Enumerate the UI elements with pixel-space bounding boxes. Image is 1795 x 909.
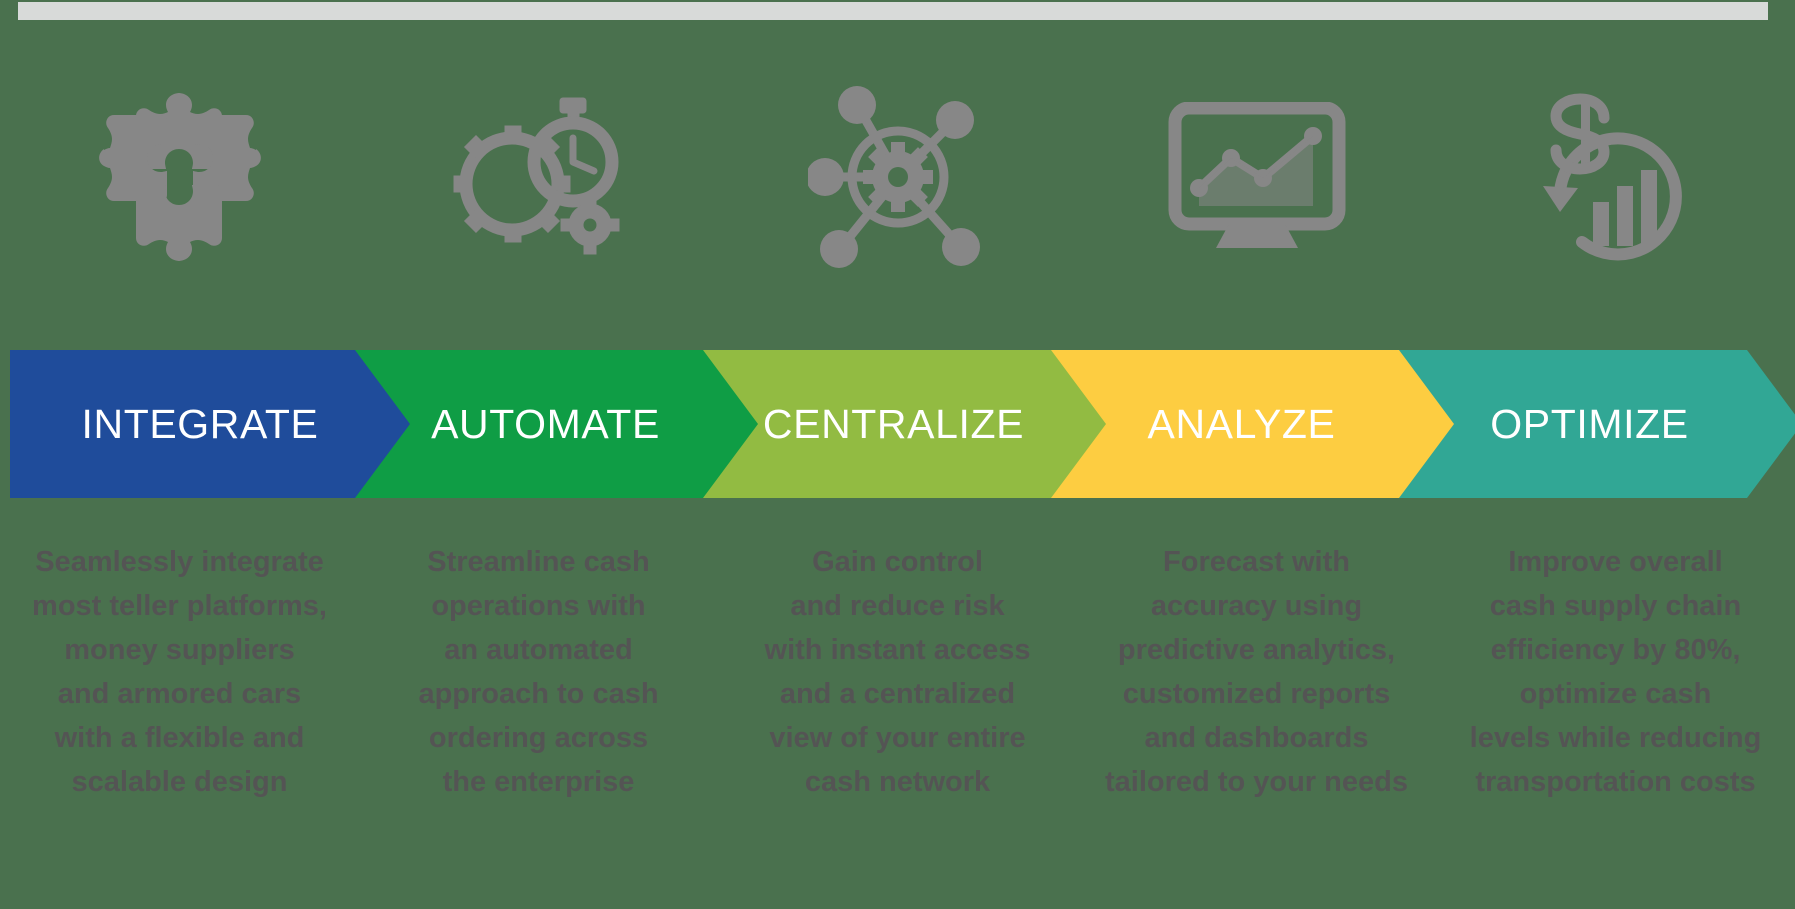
chevron-label-integrate: INTEGRATE — [81, 400, 319, 447]
description-line: Improve overall — [1508, 546, 1723, 578]
description-line: and reduce risk — [790, 590, 1005, 622]
puzzle-pieces-icon — [92, 87, 268, 267]
description-line: the enterprise — [442, 766, 635, 798]
dollar-bar-chart-icon — [1531, 90, 1701, 265]
chevron-stage-optimize[interactable]: OPTIMIZE — [1397, 350, 1795, 498]
description-automate: Streamline cash operations with an autom… — [359, 540, 718, 804]
chevron-stage-centralize[interactable]: CENTRALIZE — [701, 350, 1106, 498]
description-line: Gain control — [812, 546, 983, 578]
description-line: optimize cash — [1519, 678, 1712, 710]
icon-cell-optimize — [1436, 62, 1795, 292]
description-line: scalable design — [71, 766, 288, 798]
description-line: Forecast with — [1163, 546, 1350, 578]
chevron-banner: INTEGRATE AUTOMATE CENTRALIZE ANALYZE OP… — [0, 350, 1795, 498]
icon-cell-centralize — [718, 62, 1077, 292]
icon-cell-analyze — [1077, 62, 1436, 292]
chevron-stage-analyze[interactable]: ANALYZE — [1049, 350, 1454, 498]
chevron-stage-automate[interactable]: AUTOMATE — [353, 350, 758, 498]
description-line: predictive analytics, — [1117, 634, 1396, 666]
description-line: cash network — [804, 766, 991, 798]
description-line: and armored cars — [57, 678, 302, 710]
monitor-chart-icon — [1167, 102, 1347, 252]
description-centralize: Gain control and reduce risk with instan… — [718, 540, 1077, 804]
description-line: efficiency by 80%, — [1490, 634, 1741, 666]
description-line: levels while reducing — [1469, 722, 1762, 754]
top-gray-bar — [18, 2, 1768, 20]
description-line: tailored to your needs — [1105, 766, 1408, 798]
icon-row — [0, 62, 1795, 292]
description-analyze: Forecast with accuracy using predictive … — [1077, 540, 1436, 804]
description-optimize: Improve overall cash supply chain effici… — [1436, 540, 1795, 804]
description-row: Seamlessly integrate most teller platfor… — [0, 540, 1795, 804]
gears-stopwatch-icon — [444, 92, 634, 262]
description-line: ordering across — [428, 722, 649, 754]
chevron-stage-integrate[interactable]: INTEGRATE — [10, 350, 410, 498]
chevron-label-automate: AUTOMATE — [431, 400, 660, 447]
description-line: Seamlessly integrate — [35, 546, 324, 578]
chevron-label-centralize: CENTRALIZE — [762, 400, 1025, 447]
description-line: with instant access — [764, 634, 1031, 666]
description-integrate: Seamlessly integrate most teller platfor… — [0, 540, 359, 804]
description-line: and a centralized — [779, 678, 1016, 710]
icon-cell-integrate — [0, 62, 359, 292]
description-line: an automated — [444, 634, 633, 666]
network-gear-icon — [807, 82, 988, 272]
description-line: Streamline cash — [427, 546, 650, 578]
description-line: with a flexible and — [54, 722, 305, 754]
description-line: customized reports — [1122, 678, 1391, 710]
chevron-label-optimize: OPTIMIZE — [1490, 400, 1689, 447]
description-line: and dashboards — [1144, 722, 1369, 754]
description-line: money suppliers — [64, 634, 295, 666]
chevron-label-analyze: ANALYZE — [1147, 400, 1336, 447]
description-line: operations with — [431, 590, 646, 622]
description-line: most teller platforms, — [32, 590, 327, 622]
description-line: cash supply chain — [1489, 590, 1742, 622]
description-line: view of your entire — [769, 722, 1026, 754]
description-line: approach to cash — [418, 678, 659, 710]
description-line: accuracy using — [1150, 590, 1363, 622]
description-line: transportation costs — [1475, 766, 1756, 798]
icon-cell-automate — [359, 62, 718, 292]
